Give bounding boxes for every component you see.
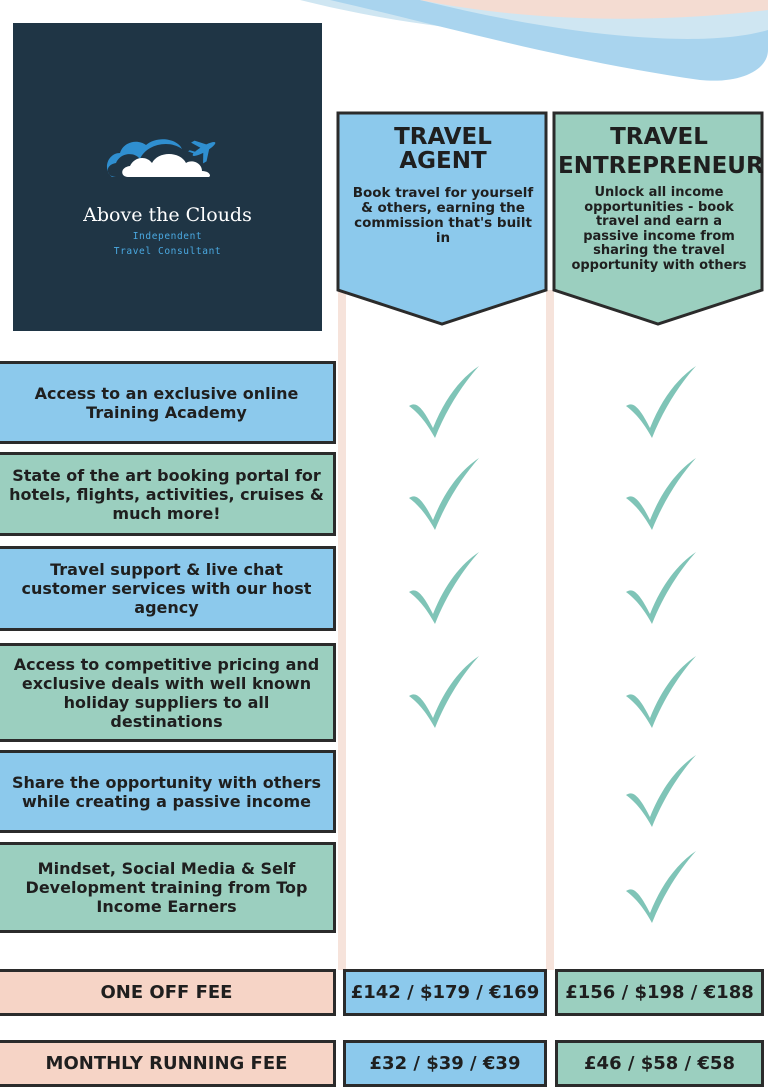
check-icon bbox=[409, 366, 479, 438]
brand-logo: Above the Clouds Independent Travel Cons… bbox=[13, 23, 322, 331]
feature-row: Mindset, Social Media & Self Development… bbox=[0, 842, 336, 933]
column-title-line2: AGENT bbox=[399, 148, 487, 174]
cloud-plane-icon bbox=[106, 139, 216, 177]
fee-one-off-travel-agent: £142 / $179 / €169 bbox=[343, 969, 547, 1016]
check-icon bbox=[409, 656, 479, 728]
feature-row: Access to competitive pricing and exclus… bbox=[0, 643, 336, 742]
column-description: Unlock all income opportunities - book t… bbox=[571, 185, 747, 273]
brand-tagline-line2: Travel Consultant bbox=[113, 246, 222, 257]
fee-label-one-off: ONE OFF FEE bbox=[0, 969, 336, 1016]
feature-row: Access to an exclusive online Training A… bbox=[0, 361, 336, 444]
column-header-travel-entrepreneur: TRAVEL ENTREPRENEUR Unlock all income op… bbox=[552, 110, 766, 328]
check-icon bbox=[626, 656, 696, 728]
check-icon bbox=[409, 552, 479, 624]
brand-tagline-line1: Independent bbox=[132, 231, 203, 242]
column-header-travel-agent: TRAVEL AGENT Book travel for yourself & … bbox=[336, 110, 550, 328]
column-divider bbox=[338, 290, 346, 970]
column-divider bbox=[546, 290, 554, 970]
fee-one-off-travel-entrepreneur: £156 / $198 / €188 bbox=[555, 969, 764, 1016]
check-icon bbox=[409, 458, 479, 530]
decorative-wave bbox=[300, 0, 768, 81]
column-title-line1: TRAVEL bbox=[610, 124, 708, 150]
feature-row: Share the opportunity with others while … bbox=[0, 750, 336, 833]
check-icon bbox=[626, 851, 696, 923]
feature-row: Travel support & live chat customer serv… bbox=[0, 546, 336, 631]
column-title-line2: ENTREPRENEUR bbox=[558, 153, 764, 179]
fee-monthly-travel-agent: £32 / $39 / €39 bbox=[343, 1040, 547, 1087]
fee-label-monthly: MONTHLY RUNNING FEE bbox=[0, 1040, 336, 1087]
column-description: Book travel for yourself & others, earni… bbox=[352, 185, 534, 246]
brand-name: Above the Clouds bbox=[83, 204, 252, 226]
fee-monthly-travel-entrepreneur: £46 / $58 / €58 bbox=[555, 1040, 764, 1087]
check-icon bbox=[626, 366, 696, 438]
check-icon bbox=[626, 755, 696, 827]
feature-row: State of the art booking portal for hote… bbox=[0, 452, 336, 536]
check-icon bbox=[626, 552, 696, 624]
column-title-line1: TRAVEL bbox=[394, 124, 492, 150]
check-icon bbox=[626, 458, 696, 530]
